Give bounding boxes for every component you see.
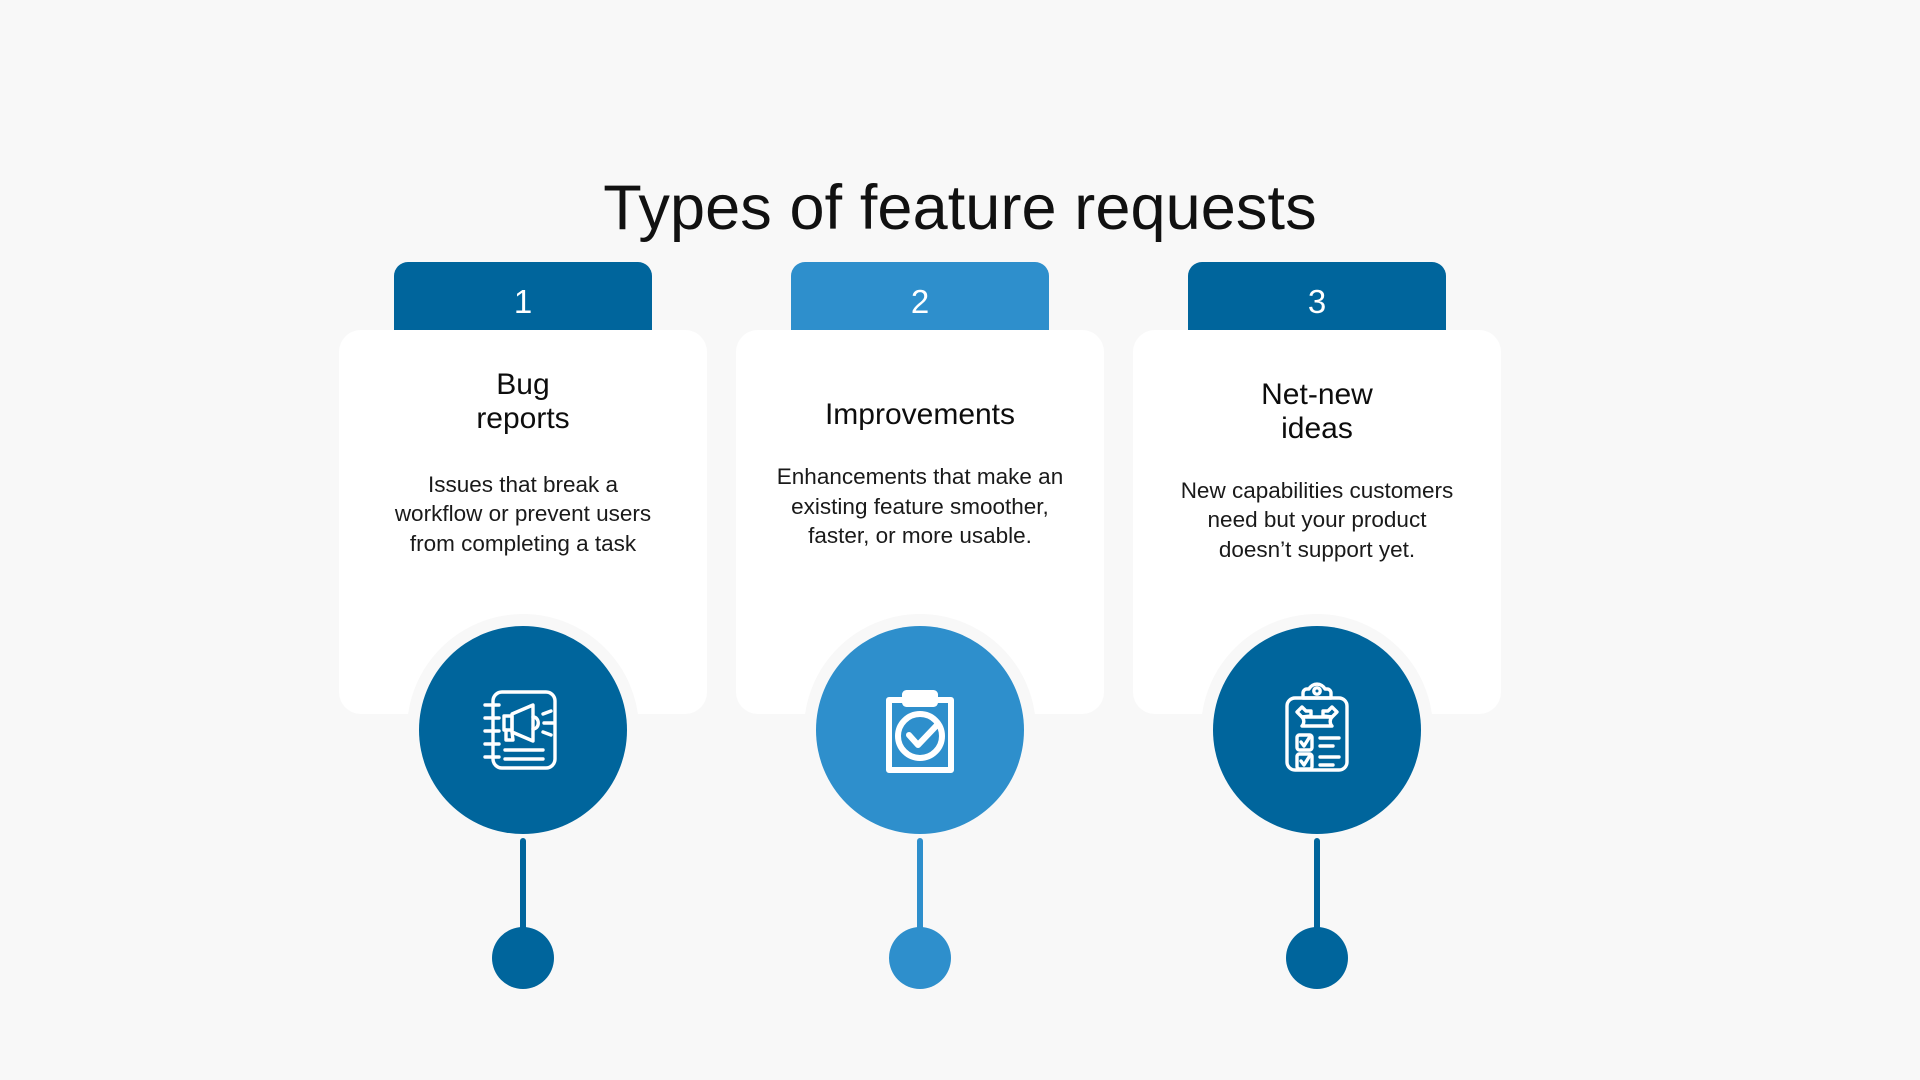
clipboard-wrench-checklist-icon	[1265, 678, 1369, 782]
connector-dot-3	[1286, 927, 1348, 989]
card-description-2: Enhancements that make an existing featu…	[776, 463, 1064, 549]
page-title: Types of feature requests	[603, 173, 1317, 244]
connector-line-2	[917, 838, 923, 948]
card-body-3: Net-new ideas New capabilities customers…	[1133, 330, 1501, 714]
feature-request-card-1: 1 Bug reports Issues that break a workfl…	[313, 262, 733, 1022]
card-heading-1: Bug reports	[476, 368, 570, 435]
connector-dot-2	[889, 927, 951, 989]
connector-dot-1	[492, 927, 554, 989]
connector-line-3	[1314, 838, 1320, 948]
feature-request-card-3: 3 Net-new ideas New capabilities custome…	[1107, 262, 1527, 1022]
feature-request-card-2: 2 Improvements Enhancements that make an…	[710, 262, 1130, 1022]
cards-row: 1 Bug reports Issues that break a workfl…	[0, 262, 1920, 1022]
icon-bubble-2	[816, 626, 1024, 834]
card-heading-2: Improvements	[824, 398, 1016, 431]
card-description-1: Issues that break a workflow or prevent …	[394, 471, 652, 557]
card-description-3: New capabilities customers need but your…	[1180, 477, 1454, 563]
card-heading-3: Net-new ideas	[1261, 378, 1373, 445]
card-number-label-1: 1	[513, 283, 533, 320]
connector-line-1	[520, 838, 526, 948]
icon-bubble-1	[419, 626, 627, 834]
card-number-label-3: 3	[1307, 283, 1327, 320]
clipboard-check-icon	[868, 678, 972, 782]
card-number-label-2: 2	[910, 283, 930, 320]
icon-bubble-3	[1213, 626, 1421, 834]
notebook-megaphone-icon	[471, 678, 575, 782]
